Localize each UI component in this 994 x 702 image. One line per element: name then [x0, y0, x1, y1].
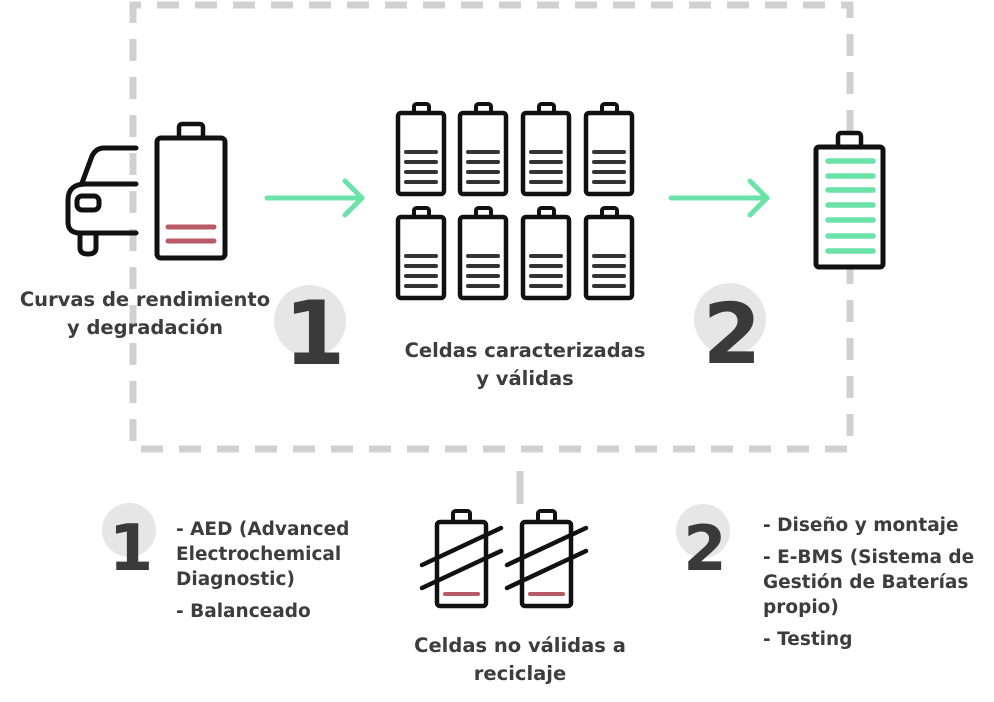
battery-cell-icon	[457, 206, 509, 301]
recycle-caption-line2: reciclaje	[473, 662, 567, 685]
step2-task-item: - Testing	[763, 629, 853, 650]
legend2-badge-bg	[676, 504, 730, 558]
arrow-right-icon	[264, 178, 365, 218]
recycle-caption-line1: Celdas no válidas a	[414, 634, 626, 657]
validated-caption-line2: y válidas	[476, 367, 574, 390]
full-battery-icon	[813, 130, 886, 270]
step1-task-item: - AED (Advanced Electrochemical Diagnost…	[176, 517, 376, 592]
battery-cell-icon	[583, 102, 635, 197]
battery-cell-icon	[520, 206, 572, 301]
step1-task-item: - Balanceado	[176, 601, 311, 622]
crossed-battery-icon	[419, 509, 504, 609]
legend1-badge-number: 1	[108, 512, 154, 586]
step1-task-item-line: - AED (Advanced	[176, 519, 350, 540]
crossed-battery-icon	[504, 509, 589, 609]
low-battery-icon	[154, 121, 228, 261]
step1-badge-number: 1	[284, 282, 346, 385]
source-caption-line2: y degradación	[66, 316, 224, 339]
battery-cell-icon	[395, 206, 447, 301]
validated-caption: Celdas caracterizadas y válidas	[385, 337, 665, 393]
step1-badge-bg	[274, 285, 346, 357]
battery-cell-icon	[457, 102, 509, 197]
legend1-badge-bg	[102, 503, 156, 557]
step2-task-item-line: Gestión de Baterías	[763, 572, 969, 593]
battery-cell-icon	[520, 102, 572, 197]
arrow-right-icon	[668, 178, 770, 218]
battery-cell-icon	[583, 206, 635, 301]
source-caption: Curvas de rendimiento y degradación	[5, 286, 285, 342]
step1-task-list: - AED (Advanced Electrochemical Diagnost…	[176, 517, 376, 631]
step2-task-list: - Diseño y montaje - E-BMS (Sistema de G…	[763, 513, 988, 659]
step1-task-item-line: Electrochemical	[176, 544, 342, 565]
source-caption-line1: Curvas de rendimiento	[19, 288, 271, 311]
recycle-caption: Celdas no válidas a reciclaje	[385, 632, 655, 688]
crossed-battery-group	[419, 509, 589, 609]
legend2-badge-number: 2	[683, 512, 727, 585]
step2-task-item: - E-BMS (Sistema de Gestión de Baterías …	[763, 545, 988, 620]
step2-badge-bg	[694, 283, 766, 355]
step2-badge-number: 2	[702, 285, 762, 383]
car-icon	[65, 145, 139, 257]
step2-task-item-line: propio)	[763, 597, 839, 618]
step2-task-item: - Diseño y montaje	[763, 515, 959, 536]
battery-cell-icon	[395, 102, 447, 197]
step1-task-item-line: Diagnostic)	[176, 569, 295, 590]
step2-task-item-line: - E-BMS (Sistema de	[763, 547, 975, 568]
validated-caption-line1: Celdas caracterizadas	[404, 339, 646, 362]
battery-grid-icon	[395, 102, 635, 301]
